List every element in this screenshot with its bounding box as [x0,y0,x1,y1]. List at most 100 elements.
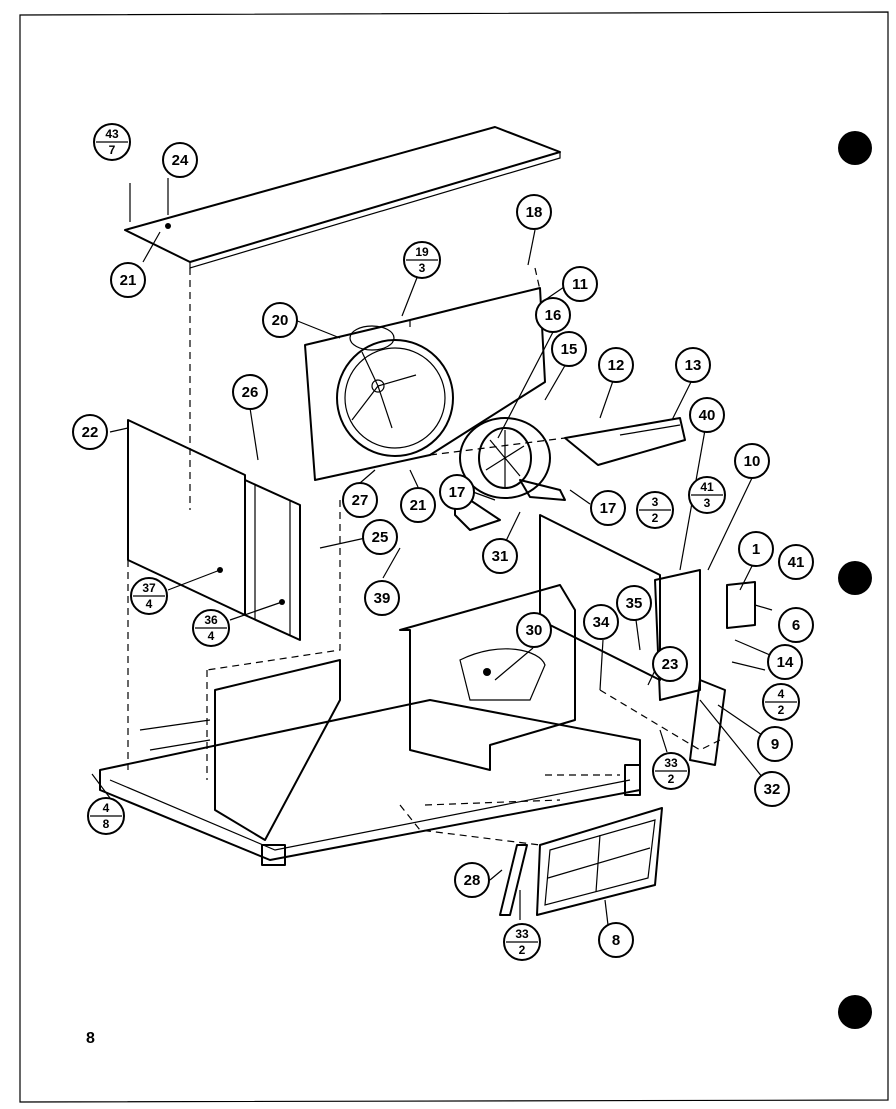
svg-text:18: 18 [526,204,543,221]
partition-panel [564,417,686,466]
side-panel-left [127,419,301,641]
svg-text:41: 41 [700,480,714,494]
svg-text:12: 12 [608,357,625,374]
svg-text:32: 32 [764,781,781,798]
svg-text:33: 33 [515,927,529,941]
filter-strip [499,844,528,916]
callout-26: 25 [362,519,398,555]
callout-27: 26 [232,374,268,410]
svg-text:7: 7 [109,143,116,157]
svg-text:15: 15 [561,341,578,358]
svg-text:24: 24 [172,152,189,169]
callout-8: 8 [598,922,634,958]
svg-text:20: 20 [272,312,289,329]
fraction-37-4: 374 [130,577,168,615]
fan-shroud [304,287,546,481]
fraction-4-8: 48 [87,797,125,835]
callout-18: 17 [439,474,475,510]
svg-text:13: 13 [685,357,702,374]
svg-text:26: 26 [242,384,259,401]
callout-24: 22 [72,414,108,450]
callout-10: 10 [734,443,770,479]
svg-text:1: 1 [752,541,760,558]
callout-1: 1 [738,531,774,567]
svg-text:8: 8 [103,817,110,831]
svg-text:8: 8 [612,932,620,949]
svg-text:2: 2 [652,511,659,525]
svg-text:27: 27 [352,492,369,509]
fraction-3-2: 32 [636,491,674,529]
leader-lines [91,178,773,926]
svg-text:14: 14 [777,654,794,671]
svg-text:23: 23 [662,656,679,673]
binder-hole-top [838,131,872,165]
callout-28: 27 [342,482,378,518]
svg-text:3: 3 [419,261,426,275]
svg-text:11: 11 [572,276,588,293]
base-pan [99,659,641,866]
center-partition [399,584,576,771]
binder-hole-bottom [838,995,872,1029]
svg-text:41: 41 [788,554,805,571]
callout-21-mid: 21 [400,487,436,523]
svg-text:22: 22 [82,424,99,441]
svg-text:35: 35 [626,595,643,612]
svg-text:21: 21 [120,272,137,289]
front-grille [536,807,663,916]
callout-22: 21 [110,262,146,298]
svg-text:21: 21 [410,497,427,514]
binder-hole-middle [838,561,872,595]
callout-20: 20 [262,302,298,338]
svg-text:19: 19 [415,245,429,259]
callout-29: 28 [454,862,490,898]
callout-16: 16 [535,297,571,333]
fraction-19-3: 193 [403,241,441,279]
svg-text:34: 34 [593,614,610,631]
callout-15: 15 [551,331,587,367]
svg-text:10: 10 [744,453,761,470]
svg-text:30: 30 [526,622,543,639]
callout-9: 9 [757,726,793,762]
svg-text:28: 28 [464,872,481,889]
callout-25: 23 [652,646,688,682]
svg-text:4: 4 [146,597,153,611]
svg-text:33: 33 [664,756,678,770]
svg-text:31: 31 [492,548,509,565]
svg-text:3: 3 [652,495,659,509]
svg-text:17: 17 [600,500,617,517]
callout-12: 12 [598,347,634,383]
callout-6: 6 [778,607,814,643]
svg-text:2: 2 [668,772,675,786]
fraction-33-2-right: 332 [652,752,690,790]
callout-17: 17 [590,490,626,526]
callout-32: 32 [754,771,790,807]
callout-39: 39 [364,580,400,616]
svg-text:36: 36 [204,613,218,627]
callout-13: 13 [675,347,711,383]
svg-text:39: 39 [374,590,391,607]
control-box [539,514,756,766]
svg-text:40: 40 [699,407,716,424]
callout-14: 11 [562,266,598,302]
callout-34: 34 [583,604,619,640]
callout-23: 24 [162,142,198,178]
svg-text:25: 25 [372,529,389,546]
fan-motor [454,417,566,531]
svg-text:16: 16 [545,307,562,324]
fraction-43-7: 437 [93,123,131,161]
svg-text:2: 2 [778,703,785,717]
callout-41: 41 [778,544,814,580]
callout-40: 40 [689,397,725,433]
callout-31: 31 [482,538,518,574]
svg-text:9: 9 [771,736,779,753]
top-cover [124,126,561,269]
callout-21-top: 18 [516,194,552,230]
svg-text:4: 4 [208,629,215,643]
fraction-36-4: 364 [192,609,230,647]
svg-text:2: 2 [519,943,526,957]
fraction-33-2-bottom: 332 [503,923,541,961]
svg-text:6: 6 [792,617,800,634]
fraction-4-2: 42 [762,683,800,721]
svg-text:43: 43 [105,127,119,141]
